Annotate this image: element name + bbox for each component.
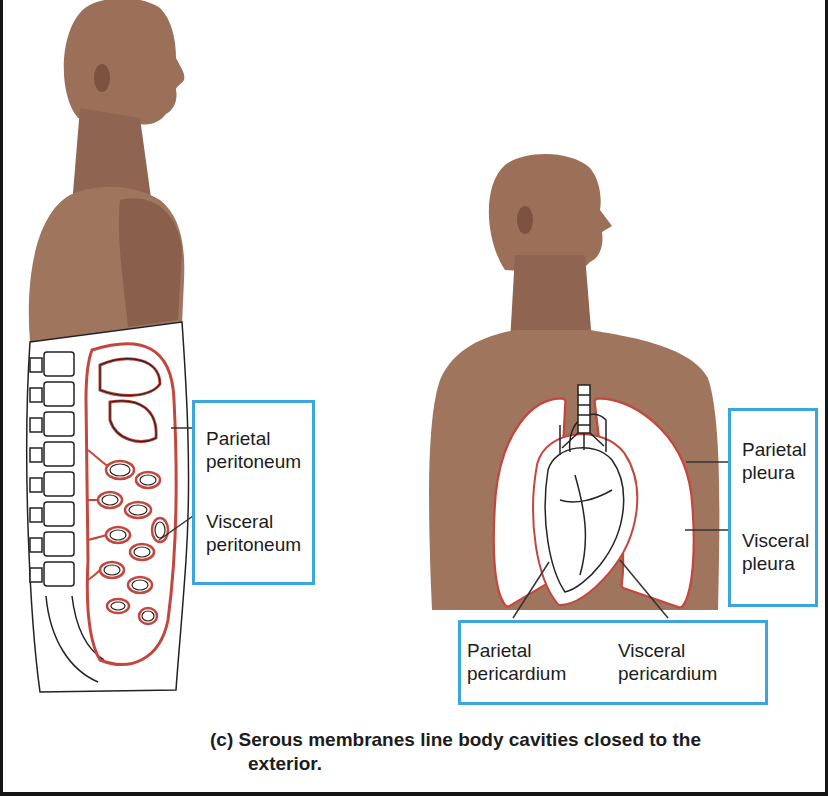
spine (30, 418, 42, 432)
abdominal-organs (104, 565, 120, 575)
abdominal-organs (136, 472, 160, 488)
abdominal-organs (106, 527, 130, 543)
label-box: Parietal peritoneumVisceral peritoneum (192, 400, 315, 585)
abdominal-organs (106, 461, 134, 479)
spine (30, 448, 42, 462)
heart (545, 448, 623, 592)
abdominal-organs (102, 495, 118, 505)
leader-lines (159, 428, 729, 618)
leader-lines (620, 560, 668, 618)
membrane-label: Visceral pericardium (618, 640, 753, 686)
abdominal-organs (88, 450, 108, 580)
leader-lines (171, 427, 193, 429)
leader-lines (685, 529, 729, 531)
pericardium (536, 437, 634, 602)
abdominal-organs (129, 505, 147, 515)
trachea (562, 433, 604, 448)
head (64, 0, 185, 125)
page-ground: Parietal peritoneumVisceral peritoneumPa… (3, 0, 825, 792)
figure-caption: (c) Serous membranes line body cavities … (210, 728, 703, 776)
membrane-label: Parietal peritoneum (206, 428, 306, 474)
abdominal-organs (110, 530, 126, 540)
abdominal-organs (132, 580, 148, 590)
abdominal-organs (88, 359, 168, 624)
side-figure (27, 0, 189, 692)
abdominal-organs (110, 401, 156, 441)
arm (119, 198, 182, 327)
abdominal-organs (98, 461, 168, 624)
spine (44, 472, 74, 496)
abdominal-organs (110, 401, 156, 441)
membrane-label: Visceral pleura (742, 530, 809, 576)
spine (44, 412, 74, 436)
leader-lines (159, 516, 193, 540)
abdominal-organs (140, 475, 156, 485)
trachea (578, 385, 590, 433)
pericardium (536, 437, 634, 602)
spine (44, 382, 74, 406)
spine (30, 508, 42, 522)
label-box: Parietal pleuraVisceral pleura (728, 408, 818, 607)
spine (30, 352, 104, 682)
spine (30, 538, 42, 552)
ear (517, 206, 533, 234)
abdominal-organs (139, 608, 157, 624)
abdominal-organs (125, 502, 151, 518)
spine (44, 352, 74, 376)
trachea (562, 385, 604, 448)
abdominal-organs (155, 522, 165, 538)
spine (46, 596, 98, 682)
spine (30, 358, 42, 372)
parietal-peritoneum-line (86, 344, 176, 665)
pericardium (536, 437, 634, 602)
abdominal-organs (110, 464, 130, 476)
ear (94, 64, 110, 92)
lungs (497, 402, 690, 604)
spine (44, 532, 74, 556)
front-figure (429, 154, 719, 610)
leader-lines (513, 562, 549, 618)
abdominal-organs (142, 611, 154, 621)
membrane-label: Parietal pleura (742, 439, 809, 485)
spine (44, 442, 74, 466)
cutaway (27, 322, 189, 692)
membrane-label: Visceral peritoneum (206, 511, 306, 557)
spine (44, 502, 74, 526)
abdominal-organs (134, 547, 150, 557)
torso (429, 330, 719, 610)
neck (510, 255, 592, 342)
label-box: Parietal pericardium Visceral pericardium (458, 620, 768, 705)
leader-lines (686, 461, 729, 463)
abdominal-organs (102, 464, 165, 621)
heart (545, 414, 623, 592)
heart (560, 475, 612, 575)
abdominal-organs (111, 602, 125, 610)
abdominal-organs (130, 544, 154, 560)
abdominal-organs (107, 599, 129, 613)
spine (30, 568, 42, 582)
membrane-label: Parietal pericardium (467, 640, 602, 686)
spine (30, 388, 42, 402)
spine (44, 562, 74, 586)
abdominal-organs (100, 359, 160, 396)
spine (30, 478, 42, 492)
abdominal-organs (98, 492, 122, 508)
trachea (578, 395, 590, 425)
abdominal-organs (100, 562, 124, 578)
abdominal-organs (100, 359, 160, 396)
torso (29, 187, 185, 342)
abdominal-organs (128, 577, 152, 593)
